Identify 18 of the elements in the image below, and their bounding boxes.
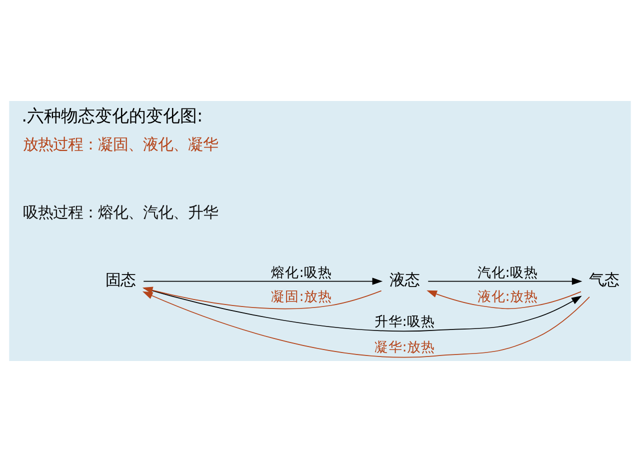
edge-label: 凝固:放热 [271,288,332,305]
arrow [428,278,582,285]
edge-label: 熔化:吸热 [271,264,332,281]
node-text: 液态 [390,271,420,290]
arrow [143,288,582,332]
diagram-title: .六种物态变化的变化图: [22,106,203,127]
arrow [143,278,383,285]
edge-label: 液化:放热 [477,288,538,305]
node-text: 气态 [589,271,620,290]
label: 吸热过程：熔化、汽化、升华 [22,203,218,222]
arrow [142,286,382,310]
label: 放热过程：凝固、液化、凝华 [22,135,218,154]
node-text: 固态 [105,271,136,290]
arrow [142,291,590,358]
edge-label: 汽化:吸热 [477,264,538,281]
edge-label: 凝华:放热 [374,340,435,356]
arrow [426,290,582,310]
edge-label: 升华:吸热 [374,314,435,330]
